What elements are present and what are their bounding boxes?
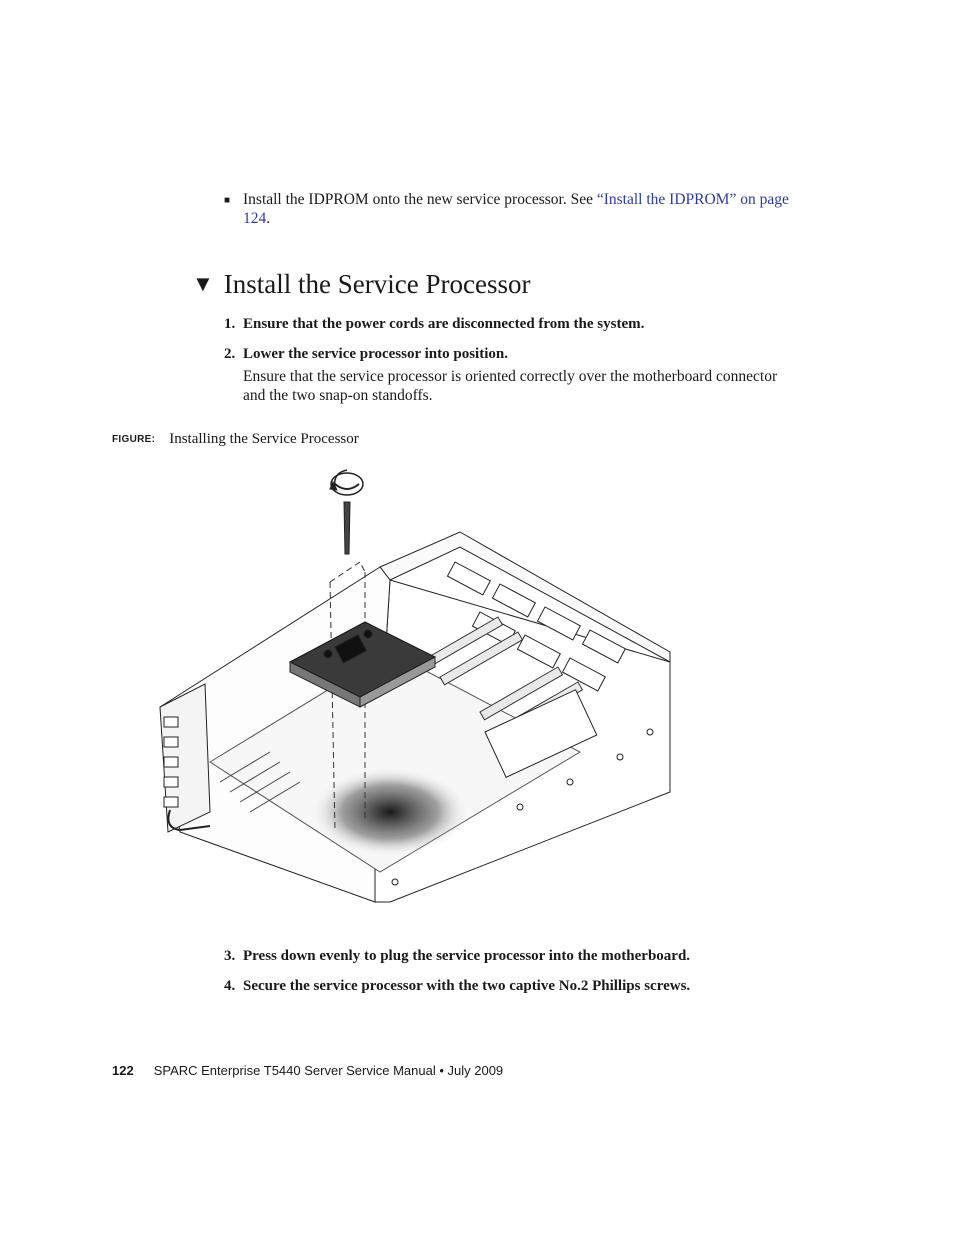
step-text: Ensure that the power cords are disconne… xyxy=(243,316,645,332)
step-text: Secure the service processor with the tw… xyxy=(243,978,691,994)
intro-bullet-text: Install the IDPROM onto the new service … xyxy=(243,191,597,208)
step-3: 3. Press down evenly to plug the service … xyxy=(224,947,690,966)
step-2: 2. Lower the service processor into posit… xyxy=(224,345,508,364)
section-heading: ▼ Install the Service Processor xyxy=(192,266,530,304)
page-footer: 122 SPARC Enterprise T5440 Server Service… xyxy=(112,1062,503,1080)
service-processor-illustration xyxy=(150,462,680,922)
bullet-square-icon: ■ xyxy=(224,195,231,206)
figure-title: Installing the Service Processor xyxy=(169,431,359,447)
step-number: 3. xyxy=(224,948,236,964)
step-number: 4. xyxy=(224,978,236,994)
step-number: 1. xyxy=(224,316,236,332)
chassis-drawing xyxy=(159,469,671,903)
triangle-down-icon: ▼ xyxy=(192,271,214,296)
footer-text: SPARC Enterprise T5440 Server Service Ma… xyxy=(153,1063,504,1078)
figure-caption: FIGURE: Installing the Service Processor xyxy=(112,430,359,450)
step-2-note: Ensure that the service processor is ori… xyxy=(243,368,778,404)
idprom-link[interactable]: “Install the IDPROM” on page 124 xyxy=(243,191,789,227)
step-text: Press down evenly to plug the service pr… xyxy=(243,948,691,964)
section-title: Install the Service Processor xyxy=(223,269,531,299)
figure-label: FIGURE: xyxy=(112,434,156,445)
step-1: 1. Ensure that the power cords are discon… xyxy=(224,315,644,334)
step-number: 2. xyxy=(224,346,236,362)
intro-bullet: ■ Install the IDPROM onto the new servic… xyxy=(224,190,804,228)
intro-bullet-after: . xyxy=(266,210,271,227)
step-4: 4. Secure the service processor with the … xyxy=(224,977,690,996)
step-text: Lower the service processor into positio… xyxy=(243,346,508,362)
page-number: 122 xyxy=(112,1063,134,1078)
